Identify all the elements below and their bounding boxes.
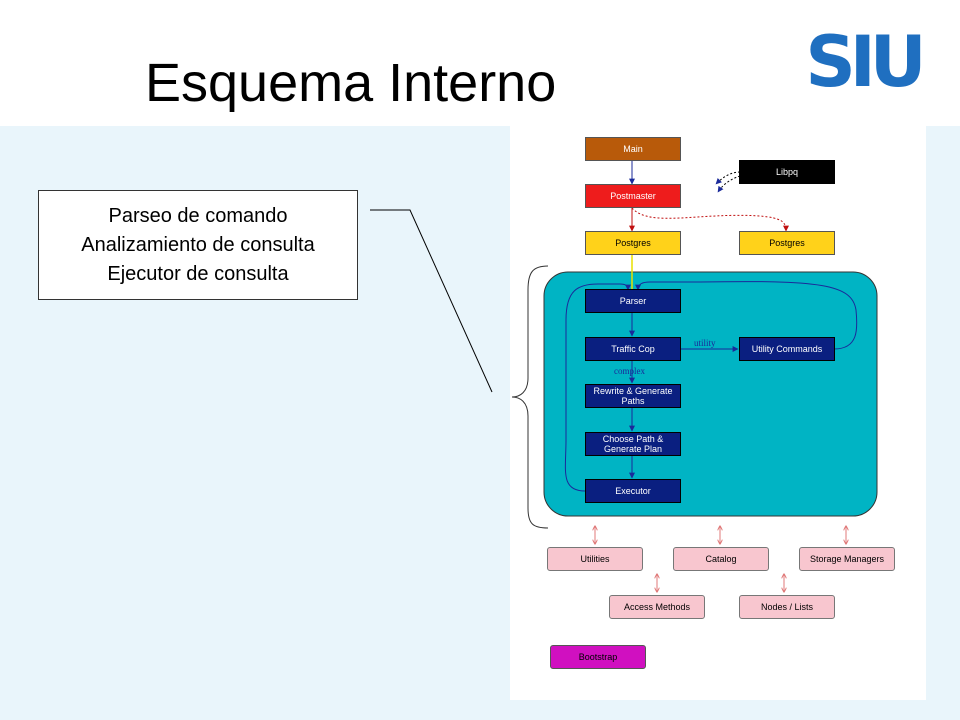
node-traffic-cop: Traffic Cop (585, 337, 681, 361)
node-postgres-right: Postgres (739, 231, 835, 255)
slide-title: Esquema Interno (145, 53, 557, 113)
node-storage-managers: Storage Managers (799, 547, 895, 571)
node-utilities: Utilities (547, 547, 643, 571)
node-parser: Parser (585, 289, 681, 313)
node-bootstrap: Bootstrap (550, 645, 646, 669)
node-rewrite: Rewrite & Generate Paths (585, 384, 681, 408)
node-access-methods: Access Methods (609, 595, 705, 619)
architecture-diagram (510, 126, 926, 700)
node-catalog: Catalog (673, 547, 769, 571)
callout-line-ejecutor: Ejecutor de consulta (107, 262, 289, 285)
node-libpq: Libpq (739, 160, 835, 184)
edge-label-utility: utility (694, 338, 716, 348)
node-postmaster: Postmaster (585, 184, 681, 208)
node-nodes-lists: Nodes / Lists (739, 595, 835, 619)
callout-line-parseo: Parseo de comando (108, 204, 288, 227)
siu-logo-text: SIU (805, 28, 920, 94)
callout-box: Parseo de comando Analizamiento de consu… (38, 190, 358, 300)
siu-logo: SIU (805, 28, 926, 94)
node-postgres-left: Postgres (585, 231, 681, 255)
node-utility-commands: Utility Commands (739, 337, 835, 361)
node-choose-path: Choose Path & Generate Plan (585, 432, 681, 456)
callout-line-analizamiento: Analizamiento de consulta (81, 233, 315, 256)
node-executor: Executor (585, 479, 681, 503)
edge-label-complex: complex (614, 366, 645, 376)
node-main: Main (585, 137, 681, 161)
